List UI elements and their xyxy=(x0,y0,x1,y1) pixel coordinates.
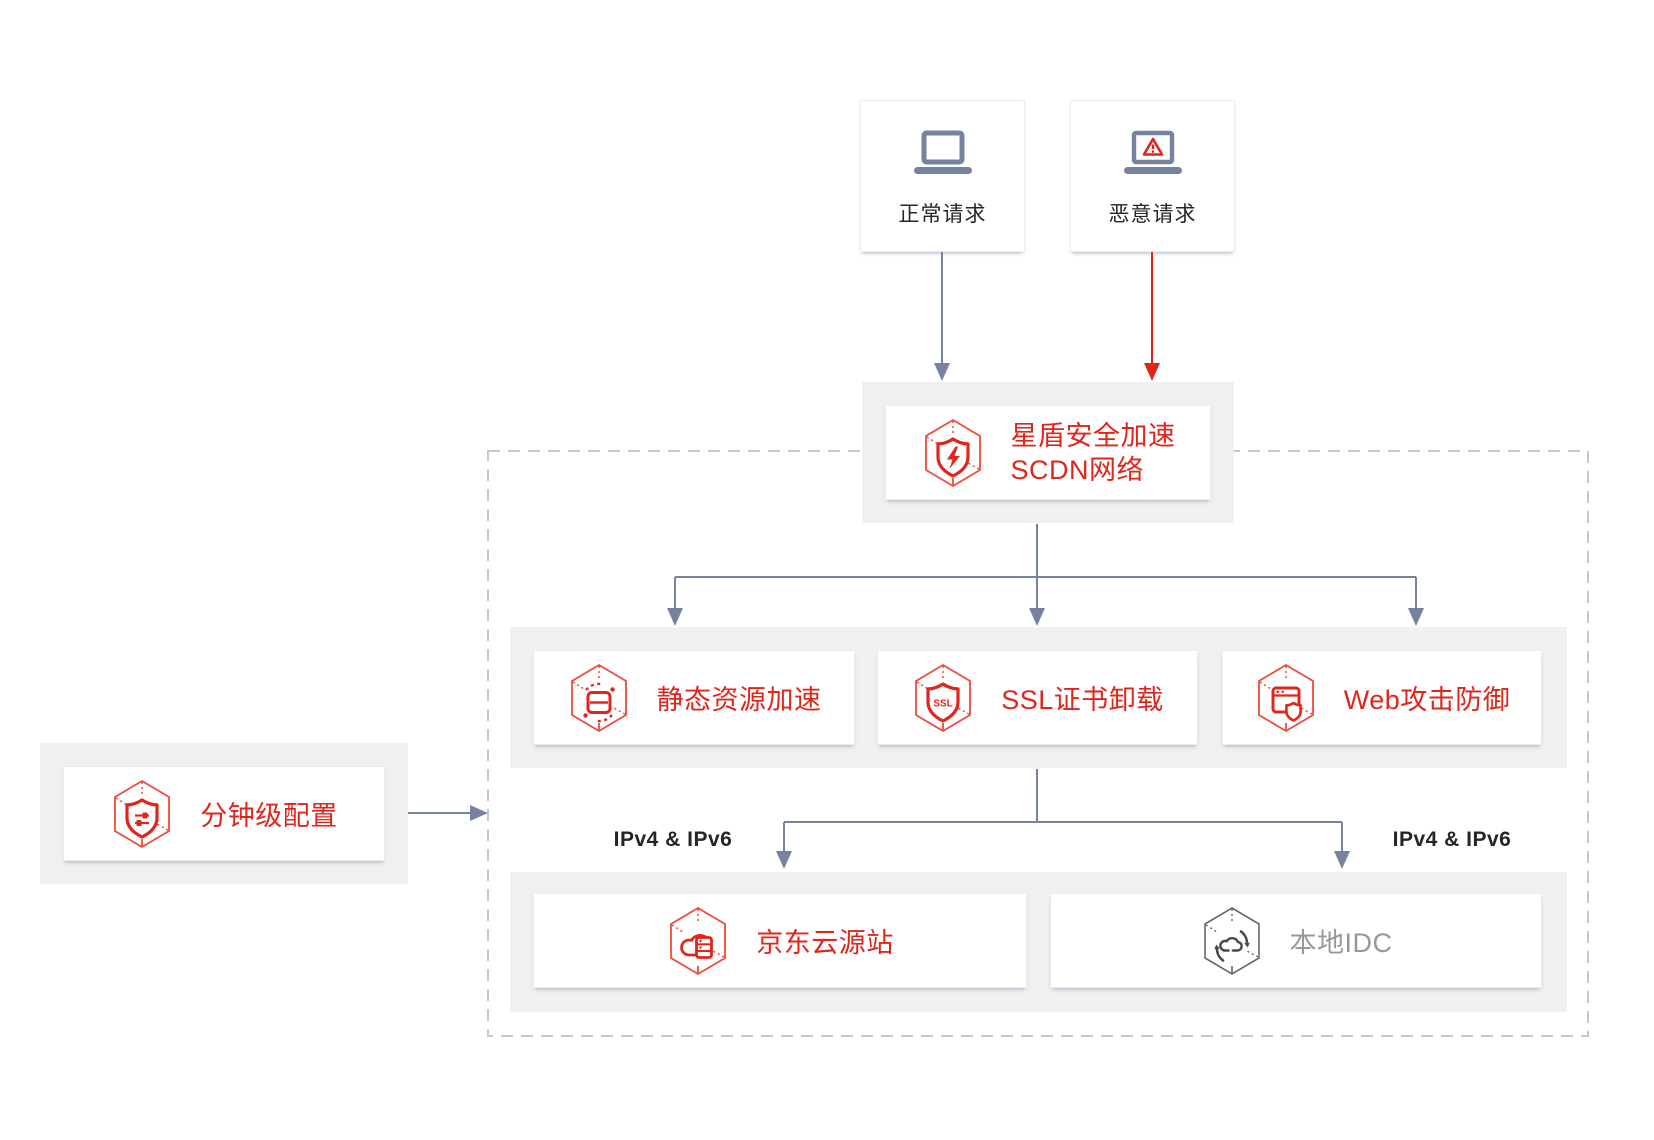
cloud-sync-hexagon-icon xyxy=(1203,906,1260,975)
node-label: 恶意请求 xyxy=(1108,203,1197,226)
node-label: 分钟级配置 xyxy=(200,801,338,831)
node-minute-config: 分钟级配置 xyxy=(63,766,385,861)
cached-resource-hexagon-icon xyxy=(570,663,627,732)
node-label: 正常请求 xyxy=(898,203,987,226)
ipv-label-left: IPv4 & IPv6 xyxy=(613,828,733,851)
node-ssl-offload: SSL SSL证书卸载 xyxy=(877,650,1198,745)
node-label: SSL证书卸载 xyxy=(1001,685,1164,715)
node-static-acceleration: 静态资源加速 xyxy=(533,650,855,745)
node-malicious-request: 恶意请求 xyxy=(1070,100,1235,252)
shield-bolt-hexagon-icon xyxy=(924,418,981,487)
node-normal-request: 正常请求 xyxy=(860,100,1025,252)
node-label: 本地IDC xyxy=(1289,928,1393,958)
config-shield-hexagon-icon xyxy=(114,779,171,848)
node-label: 京东云源站 xyxy=(756,928,894,958)
node-label: 静态资源加速 xyxy=(656,685,822,715)
laptop-icon xyxy=(913,130,972,174)
ipv-label-right: IPv4 & IPv6 xyxy=(1392,828,1512,851)
ssl-icon-text: SSL xyxy=(933,698,952,709)
node-jd-cloud-origin: 京东云源站 xyxy=(533,893,1027,988)
node-web-defense: Web攻击防御 xyxy=(1222,650,1542,745)
browser-shield-hexagon-icon xyxy=(1257,663,1314,732)
node-local-idc: 本地IDC xyxy=(1050,893,1542,988)
cloud-server-hexagon-icon xyxy=(670,906,727,975)
node-label: Web攻击防御 xyxy=(1343,685,1511,715)
node-label-line2: SCDN网络 xyxy=(1010,454,1145,485)
laptop-warning-icon xyxy=(1123,130,1182,174)
node-label-line1: 星盾安全加速 xyxy=(1010,420,1176,451)
node-scdn-network: 星盾安全加速 SCDN网络 xyxy=(885,405,1211,500)
ssl-shield-hexagon-icon: SSL xyxy=(915,663,972,732)
